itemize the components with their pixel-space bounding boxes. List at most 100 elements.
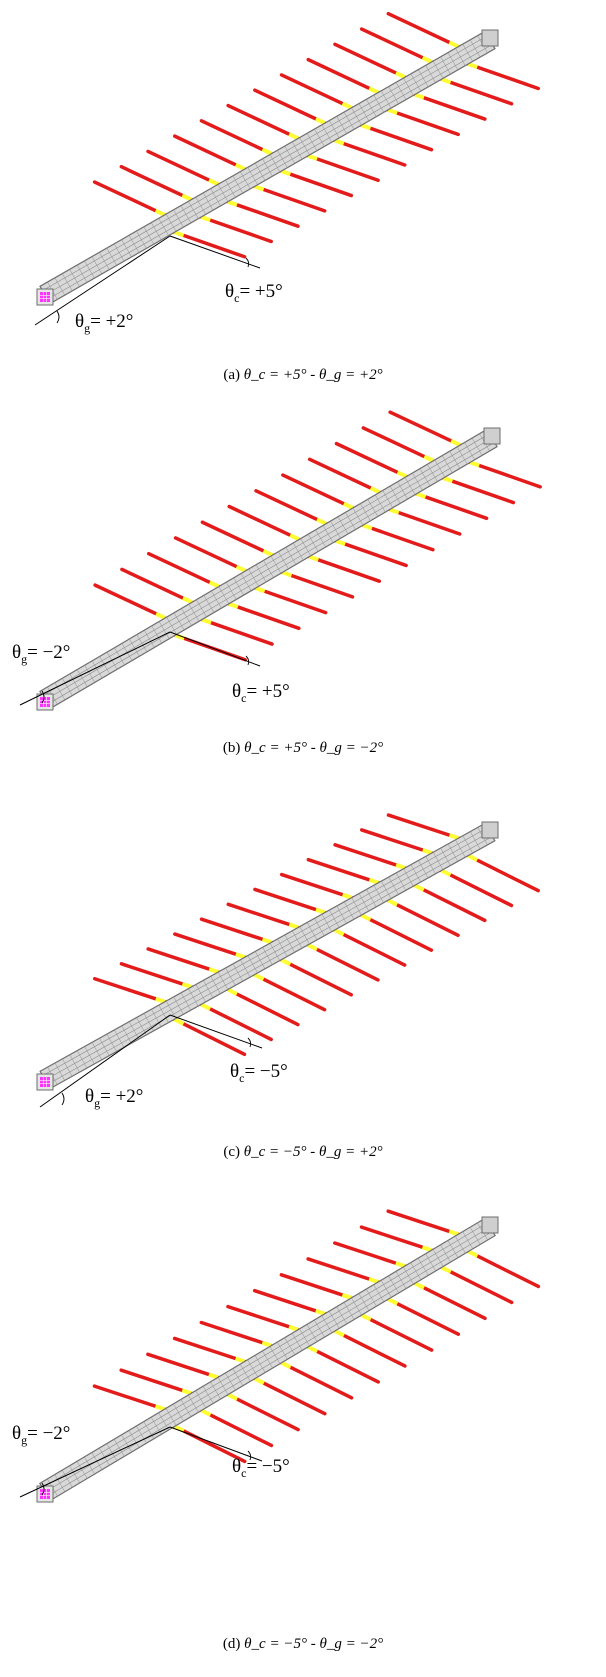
beam-grid-trans <box>84 1046 95 1065</box>
beam-c <box>36 821 499 1091</box>
beam-grid-trans <box>336 1306 347 1325</box>
theta-g-arc <box>61 1092 65 1106</box>
beam-grid-trans <box>106 247 117 266</box>
beam-grid-trans <box>225 967 236 986</box>
connector-upper <box>448 1229 459 1237</box>
rod-upper <box>119 1368 193 1396</box>
beam-grid-trans <box>462 43 473 62</box>
beam-grid-trans <box>121 643 133 661</box>
rod-lower <box>279 1361 354 1400</box>
beam-grid-trans <box>388 876 399 895</box>
connector-lower <box>467 853 479 862</box>
beam-grid-trans <box>380 1280 392 1298</box>
rod-lower <box>253 586 328 615</box>
beam-grid-trans <box>456 446 468 465</box>
beam-grid-trans <box>380 90 392 109</box>
connector-lower <box>440 77 452 85</box>
beam-grid-trans <box>128 1430 140 1448</box>
beam-grid-trans <box>76 1461 88 1479</box>
connector-lower <box>281 570 293 578</box>
beam-grid-trans <box>373 1284 385 1302</box>
theta-g-label: θg= +2° <box>75 311 133 335</box>
rod-upper <box>200 520 275 557</box>
rods-c <box>92 813 540 1057</box>
rod-lower <box>361 523 435 552</box>
rod-lower <box>280 570 355 599</box>
beam-grid-trans <box>440 56 451 75</box>
beam-grid-trans <box>449 451 461 469</box>
connector-lower <box>280 957 292 967</box>
beam-grid-trans <box>366 1288 377 1307</box>
beam-grid-trans <box>188 603 200 622</box>
beam-grid-trans <box>114 1029 125 1048</box>
beam-grid-trans <box>269 1346 281 1364</box>
beam-grid-trans <box>225 179 236 198</box>
rod-upper <box>93 583 167 620</box>
rod-lower <box>227 602 301 631</box>
beam-grid-trans <box>54 1062 65 1081</box>
beam-grid-trans <box>285 547 297 565</box>
rod-lower <box>172 1017 247 1057</box>
connector-lower <box>280 1361 292 1370</box>
rod-upper <box>146 1352 220 1380</box>
panel-a: θg= +2° θc= +5° (a) θ_c = +5° - θ_g = +2… <box>0 0 606 419</box>
beam-grid-trans <box>165 1000 177 1019</box>
beam-grid-trans <box>233 577 244 596</box>
beam-far-cap <box>481 1216 499 1234</box>
beam-grid-trans <box>321 124 333 143</box>
beam-grid-trans <box>337 516 349 535</box>
beam-grid-trans <box>173 1403 184 1422</box>
beam-grid-trans <box>299 926 310 945</box>
connector-lower <box>362 523 373 531</box>
beam-grid-trans <box>232 963 243 982</box>
beam-b <box>36 427 501 711</box>
beam-grid-trans <box>366 99 377 117</box>
rod-lower <box>466 62 541 91</box>
rod-lower <box>359 913 434 952</box>
rod-upper <box>119 962 194 989</box>
beam-grid-trans <box>388 86 399 105</box>
connector-upper <box>342 501 354 510</box>
rod-lower <box>306 943 380 982</box>
beam-grid-trans <box>269 154 281 173</box>
beam-grid-trans <box>328 1311 340 1329</box>
rods-b <box>93 410 542 662</box>
beam-grid-trans <box>129 638 140 657</box>
beam-grid-trans <box>395 1271 407 1289</box>
beam-grid-trans <box>62 273 73 292</box>
rod-upper <box>333 42 407 79</box>
connector-lower <box>226 987 238 996</box>
beam-grid-trans <box>403 77 414 96</box>
connector-upper <box>314 117 326 125</box>
beam-grid-trans <box>321 1315 333 1333</box>
connector-lower <box>200 215 211 223</box>
beam-grid-trans <box>254 162 266 181</box>
beam-grid-trans <box>217 971 229 990</box>
rod-lower <box>439 77 514 106</box>
beam-grid-trans <box>291 141 303 160</box>
connector-lower <box>440 1265 452 1274</box>
connector-lower <box>200 1002 212 1011</box>
beam-grid-trans <box>84 665 95 683</box>
connector-upper <box>369 486 381 495</box>
beam-grid-trans <box>382 490 393 508</box>
beam-grid-trans <box>418 69 429 88</box>
rod-upper <box>199 917 274 945</box>
beam-grid-trans <box>381 881 392 899</box>
beam-grid-trans <box>218 586 230 604</box>
connector-lower <box>253 972 265 981</box>
connector-upper <box>450 439 461 447</box>
connector-upper <box>182 596 193 605</box>
beam-grid-trans <box>144 630 155 648</box>
beam-grid-trans <box>240 573 252 591</box>
beam-grid-trans <box>99 1447 110 1466</box>
beam-grid-trans <box>99 656 110 674</box>
connector-lower <box>360 123 372 131</box>
rod-upper <box>359 27 434 64</box>
rod-lower <box>332 928 407 967</box>
rod-lower <box>468 460 542 489</box>
beam-grid-trans <box>412 472 423 491</box>
theta-g-reference-line <box>39 1014 171 1108</box>
rod-upper <box>173 536 248 573</box>
connector-upper <box>396 470 408 479</box>
